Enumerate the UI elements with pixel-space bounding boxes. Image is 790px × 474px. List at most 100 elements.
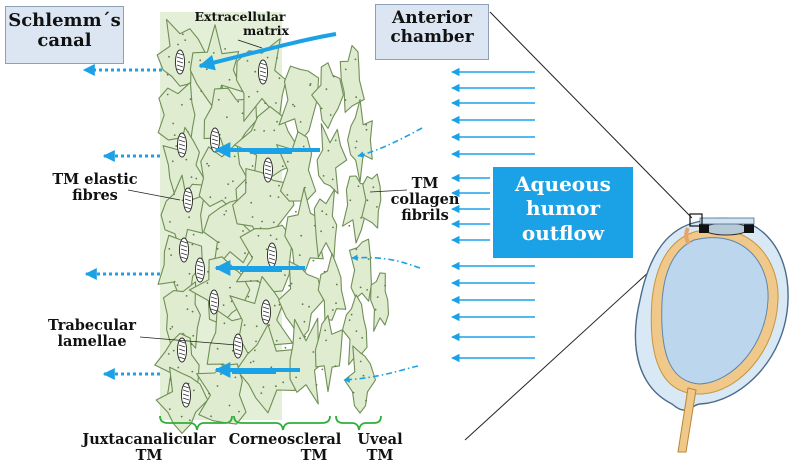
lamella-uveal-strand	[314, 314, 344, 393]
cell-dot	[251, 165, 254, 167]
cell-dot	[355, 96, 358, 99]
cell-dot	[270, 366, 273, 369]
uveal-line1: Uveal	[357, 431, 403, 448]
cell-dot	[245, 181, 247, 184]
cell-dot	[217, 98, 220, 101]
outflow-arrow-dashdot	[357, 127, 423, 158]
cell-dot	[166, 93, 169, 96]
cell-nucleus	[183, 187, 193, 213]
schlemm-line1: Schlemm´s	[8, 10, 121, 31]
cell-dot	[322, 175, 325, 177]
cell-dot	[275, 339, 278, 342]
cell-dot	[188, 61, 191, 64]
cell-dot	[355, 140, 358, 143]
cell-dot	[354, 146, 357, 149]
cell-dot	[172, 122, 175, 125]
trabecular-line2: lamellae	[57, 333, 127, 351]
region-brackets	[159, 415, 382, 431]
cell-dot	[376, 296, 379, 298]
cell-dot	[181, 103, 183, 106]
cell-dot	[242, 230, 244, 232]
cell-dot	[288, 284, 291, 287]
cell-nucleus	[233, 333, 243, 359]
elastic-line2: fibres	[72, 187, 118, 205]
cell-dot	[199, 59, 202, 62]
cell-dot	[361, 337, 364, 339]
cell-dot	[301, 303, 304, 306]
cell-dot	[352, 391, 355, 394]
cell-dot	[220, 373, 222, 375]
cell-dot	[191, 243, 194, 246]
cell-dot	[355, 248, 358, 251]
cell-dot	[175, 145, 178, 147]
cell-dot	[312, 351, 315, 353]
cell-dot	[331, 178, 334, 181]
cell-dot	[170, 254, 173, 256]
cell-dot	[320, 107, 323, 110]
cell-dot	[284, 346, 287, 349]
cell-dot	[266, 56, 269, 59]
zoom-box	[689, 213, 703, 227]
cell-dot	[325, 339, 327, 342]
schlemm-line2: canal	[37, 30, 92, 52]
cell-dot	[278, 184, 280, 187]
cell-dot	[251, 255, 253, 258]
cell-dot	[232, 180, 234, 183]
cell-dot	[247, 295, 250, 298]
cell-dot	[253, 129, 256, 131]
cell-dot	[275, 385, 277, 388]
lamella-uveal-strand	[370, 272, 390, 332]
cell-dot	[254, 349, 256, 352]
lamella-uveal-strand	[348, 238, 372, 302]
label-pointers	[127, 39, 408, 346]
cell-dot	[243, 324, 246, 326]
cell-dot	[324, 329, 326, 332]
bracket-corneoscleral	[233, 415, 331, 431]
cell-dot	[177, 366, 180, 369]
cell-dot	[281, 165, 284, 168]
aqueous-line1: Aqueous	[515, 172, 611, 196]
juxta-line2: TM	[135, 447, 163, 465]
cell-dot	[332, 226, 334, 229]
cell-dot	[223, 322, 226, 325]
aqueous-line2: humor	[525, 196, 601, 221]
cell-dot	[234, 376, 237, 379]
cell-dot	[224, 197, 227, 199]
cell-dot	[269, 234, 272, 237]
cell-dot	[229, 286, 231, 289]
cell-dot	[252, 360, 255, 363]
lamella-uveal-strand	[361, 173, 382, 229]
lamella-corneoscleral-beam	[278, 65, 320, 142]
lamella-corneoscleral-inner	[189, 24, 244, 111]
cell-dot	[184, 39, 187, 41]
cell-nucleus	[209, 289, 219, 315]
cell-dot	[250, 201, 253, 204]
lamella-corneoscleral-inner	[196, 363, 247, 425]
cell-dot	[192, 233, 195, 236]
cell-dot	[189, 419, 191, 422]
cell-nucleus	[177, 337, 187, 363]
cell-dot	[321, 368, 324, 371]
cell-dot	[272, 221, 275, 224]
cell-dot	[354, 58, 357, 61]
cell-dot	[295, 210, 297, 213]
cell-dot	[169, 327, 172, 330]
cell-dot	[359, 286, 362, 289]
cell-dot	[298, 254, 301, 256]
cell-dot	[241, 112, 244, 115]
cell-dot	[185, 158, 188, 161]
trabecular-lamellae-label: Trabecular lamellae	[36, 317, 148, 351]
cell-dot	[357, 185, 360, 188]
cell-dot	[325, 213, 328, 216]
cell-dot	[304, 335, 306, 338]
lamella-juxta	[162, 281, 201, 349]
cell-dot	[282, 381, 285, 384]
cell-dot	[206, 162, 209, 165]
cell-dot	[334, 365, 337, 367]
cell-dot	[238, 410, 240, 413]
cell-dot	[225, 210, 228, 212]
cell-dot	[329, 114, 332, 116]
cell-dot	[228, 404, 231, 407]
cell-dot	[309, 83, 312, 85]
cell-nucleus	[177, 132, 187, 158]
